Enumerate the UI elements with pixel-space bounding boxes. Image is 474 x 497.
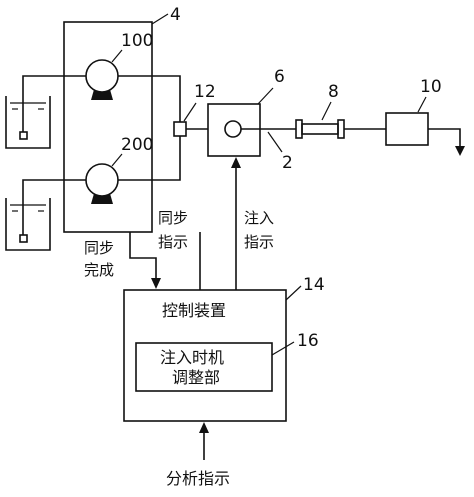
line-reservoir2-to-pump200 <box>22 179 88 235</box>
sync-complete-label-1: 同步 <box>84 239 114 257</box>
line-reservoir1-to-pump100 <box>22 75 88 132</box>
injection-timing-label-line1: 注入时机 <box>160 348 224 367</box>
ref-label-100: 100 <box>121 31 153 51</box>
ref-label-200: 200 <box>121 135 153 155</box>
ref-label-12: 12 <box>194 82 216 102</box>
solvent-reservoir-1 <box>5 96 51 149</box>
analysis-instruction-arrow-icon <box>199 422 209 433</box>
inject-instruction-label-2: 指示 <box>244 233 274 251</box>
line-pump100-to-mixer <box>118 75 181 122</box>
sync-complete-arrow-icon <box>151 278 161 289</box>
ref-label-14: 14 <box>303 275 325 295</box>
leader-2 <box>267 131 283 153</box>
pump-200-icon <box>85 163 119 204</box>
ref-label-16: 16 <box>297 331 319 351</box>
control-device-label: 控制装置 <box>162 301 226 320</box>
leader-100 <box>111 49 123 63</box>
sync-complete-label-2: 完成 <box>84 261 114 279</box>
detector-10 <box>385 112 429 146</box>
leader-8 <box>321 101 332 121</box>
ref-label-2: 2 <box>282 153 293 173</box>
solvent-reservoir-2 <box>5 198 51 251</box>
sync-instruction-label-1: 同步 <box>158 209 188 227</box>
sync-complete-line <box>129 232 157 280</box>
ref-label-6: 6 <box>274 67 285 87</box>
injection-timing-unit-16 <box>135 342 273 392</box>
leader-10 <box>417 96 427 113</box>
ref-label-10: 10 <box>420 77 442 97</box>
ref-label-8: 8 <box>328 82 339 102</box>
analysis-instruction-label: 分析指示 <box>166 469 230 488</box>
leader-16 <box>271 341 295 356</box>
line-drain <box>428 128 461 150</box>
sync-instruction-label-2: 指示 <box>158 233 188 251</box>
leader-4 <box>151 13 169 25</box>
leader-12 <box>183 102 197 122</box>
leader-200 <box>111 153 123 167</box>
pump-100-icon <box>85 59 119 100</box>
ref-label-4: 4 <box>170 5 181 25</box>
inject-instruction-arrow-icon <box>231 157 241 168</box>
injector-6 <box>207 103 261 157</box>
injection-timing-label-line2: 调整部 <box>172 368 220 387</box>
injector-valve-icon <box>224 120 242 138</box>
mixer-12 <box>173 121 187 137</box>
drain-arrow-icon <box>455 146 465 156</box>
inject-instruction-label-1: 注入 <box>244 209 274 227</box>
pump-unit-box <box>63 21 153 233</box>
leader-14 <box>285 285 302 301</box>
control-device-14 <box>123 289 287 422</box>
column-8 <box>295 119 345 139</box>
leader-6 <box>257 87 274 105</box>
line-pump200-to-mixer <box>118 136 181 181</box>
